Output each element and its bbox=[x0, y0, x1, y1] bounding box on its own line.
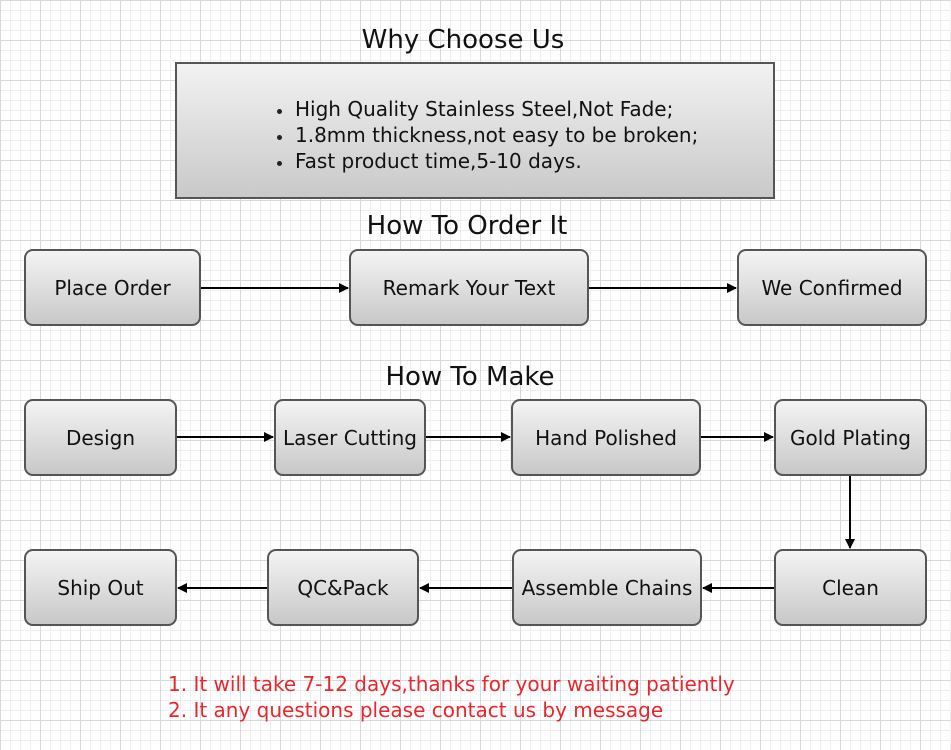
bullet-icon bbox=[277, 161, 282, 166]
make-step-hand-polished: Hand Polished bbox=[511, 399, 701, 476]
make-step-ship-out: Ship Out bbox=[24, 549, 177, 626]
why-choose-us-list: High Quality Stainless Steel,Not Fade; 1… bbox=[275, 96, 698, 174]
notes: 1. It will take 7-12 days,thanks for you… bbox=[168, 671, 735, 723]
why-point-3: Fast product time,5-10 days. bbox=[275, 148, 698, 174]
order-step-remark-your-text: Remark Your Text bbox=[349, 249, 589, 326]
note-line-1: 1. It will take 7-12 days,thanks for you… bbox=[168, 672, 735, 696]
make-step-laser-cutting: Laser Cutting bbox=[274, 399, 426, 476]
why-point-2: 1.8mm thickness,not easy to be broken; bbox=[275, 122, 698, 148]
bullet-icon bbox=[277, 109, 282, 114]
make-step-gold-plating: Gold Plating bbox=[774, 399, 927, 476]
make-step-assemble-chains: Assemble Chains bbox=[512, 549, 702, 626]
make-step-qc-pack: QC&Pack bbox=[267, 549, 419, 626]
why-choose-us-box: High Quality Stainless Steel,Not Fade; 1… bbox=[175, 62, 775, 199]
make-step-clean: Clean bbox=[774, 549, 927, 626]
bullet-icon bbox=[277, 135, 282, 140]
how-to-order-title: How To Order It bbox=[366, 211, 568, 241]
why-point-text: High Quality Stainless Steel,Not Fade; bbox=[295, 97, 674, 121]
why-point-text: 1.8mm thickness,not easy to be broken; bbox=[295, 123, 699, 147]
make-step-design: Design bbox=[24, 399, 177, 476]
why-choose-us-title: Why Choose Us bbox=[361, 25, 565, 55]
why-point-text: Fast product time,5-10 days. bbox=[295, 149, 582, 173]
order-step-place-order: Place Order bbox=[24, 249, 201, 326]
why-point-1: High Quality Stainless Steel,Not Fade; bbox=[275, 96, 698, 122]
order-step-we-confirmed: We Confirmed bbox=[737, 249, 927, 326]
note-line-2: 2. It any questions please contact us by… bbox=[168, 698, 664, 722]
how-to-make-title: How To Make bbox=[385, 362, 555, 392]
